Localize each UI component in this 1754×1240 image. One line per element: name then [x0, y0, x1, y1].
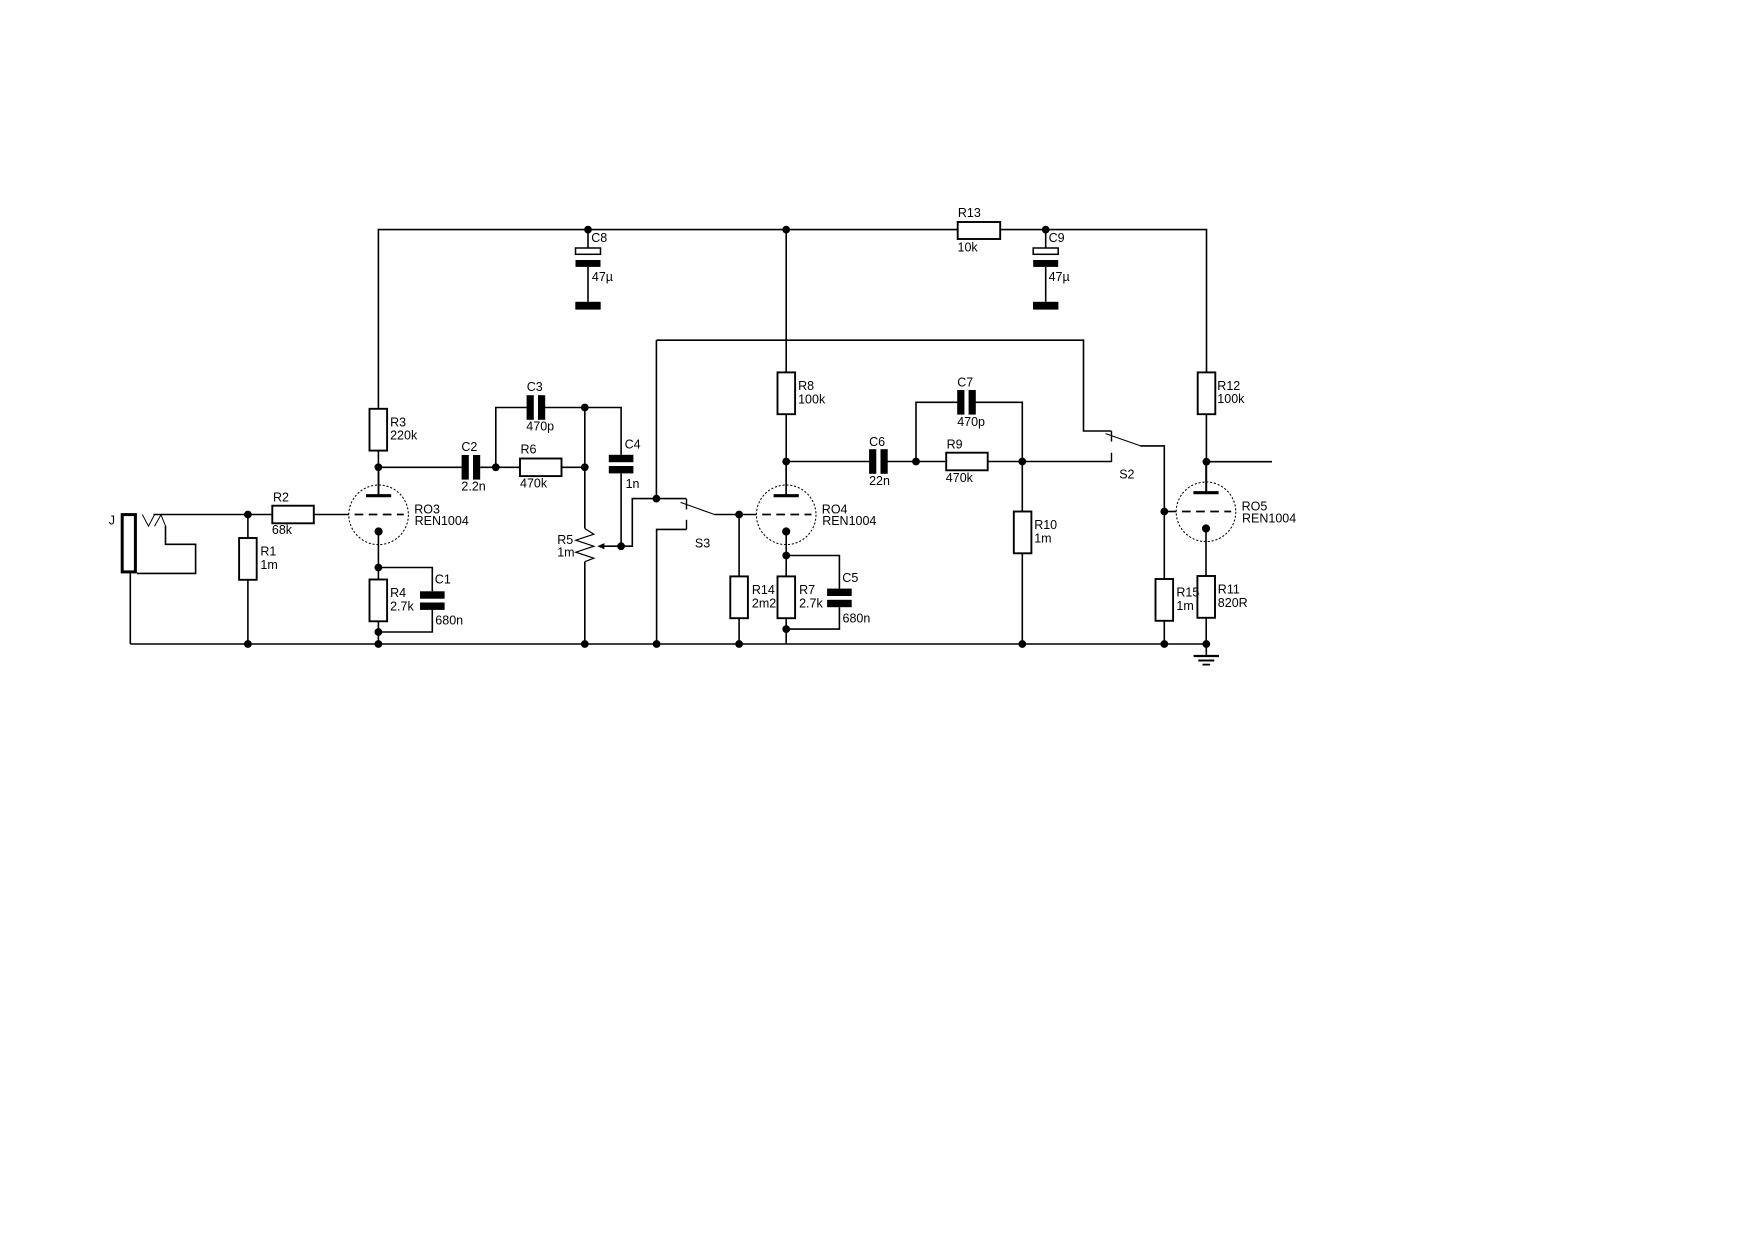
svg-text:C4: C4 — [625, 437, 641, 451]
svg-text:RO4: RO4 — [822, 503, 848, 517]
svg-text:C8: C8 — [591, 231, 607, 245]
svg-text:470p: 470p — [957, 415, 985, 429]
svg-text:47µ: 47µ — [1049, 270, 1070, 284]
svg-text:2.7k: 2.7k — [799, 596, 823, 610]
svg-text:1m: 1m — [557, 546, 574, 560]
svg-text:470k: 470k — [946, 471, 974, 485]
svg-text:R6: R6 — [521, 443, 537, 457]
svg-text:J: J — [109, 513, 115, 527]
svg-text:1m: 1m — [260, 558, 277, 572]
svg-text:C5: C5 — [842, 571, 858, 585]
svg-text:1n: 1n — [626, 477, 640, 491]
svg-text:C1: C1 — [435, 572, 451, 586]
svg-text:1m: 1m — [1034, 531, 1051, 545]
svg-text:R11: R11 — [1218, 583, 1240, 597]
svg-text:470p: 470p — [526, 420, 554, 434]
svg-text:10k: 10k — [958, 240, 979, 254]
svg-text:100k: 100k — [798, 392, 826, 406]
svg-text:RO5: RO5 — [1242, 499, 1268, 513]
svg-text:680n: 680n — [843, 612, 871, 626]
svg-text:C3: C3 — [527, 380, 543, 394]
svg-text:R14: R14 — [752, 583, 775, 597]
svg-text:820R: 820R — [1218, 596, 1248, 610]
svg-text:470k: 470k — [520, 477, 548, 491]
svg-text:680n: 680n — [435, 614, 463, 628]
svg-text:C2: C2 — [461, 440, 477, 454]
svg-text:100k: 100k — [1217, 392, 1245, 406]
svg-text:RO3: RO3 — [414, 503, 440, 517]
svg-text:REN1004: REN1004 — [415, 514, 469, 528]
svg-text:R1: R1 — [260, 545, 276, 559]
svg-text:REN1004: REN1004 — [822, 514, 876, 528]
svg-text:R5: R5 — [557, 533, 573, 547]
svg-text:2m2: 2m2 — [752, 596, 776, 610]
svg-text:R3: R3 — [390, 415, 406, 429]
svg-text:S3: S3 — [695, 537, 710, 551]
svg-text:R4: R4 — [390, 586, 406, 600]
svg-text:2.2n: 2.2n — [461, 480, 485, 494]
svg-text:R2: R2 — [273, 490, 289, 504]
svg-text:S2: S2 — [1119, 468, 1134, 482]
svg-text:68k: 68k — [272, 523, 293, 537]
svg-text:1m: 1m — [1176, 599, 1193, 613]
svg-text:R15: R15 — [1176, 586, 1199, 600]
svg-text:REN1004: REN1004 — [1242, 512, 1296, 526]
svg-text:R12: R12 — [1217, 379, 1240, 393]
svg-text:2.7k: 2.7k — [390, 599, 414, 613]
svg-text:220k: 220k — [390, 429, 418, 443]
svg-text:R7: R7 — [799, 583, 815, 597]
svg-text:R13: R13 — [958, 206, 981, 220]
svg-text:22n: 22n — [869, 474, 890, 488]
svg-text:C7: C7 — [957, 375, 973, 389]
svg-text:C6: C6 — [869, 435, 885, 449]
svg-text:R10: R10 — [1034, 518, 1057, 532]
svg-text:C9: C9 — [1049, 231, 1065, 245]
svg-text:R8: R8 — [798, 379, 814, 393]
svg-text:47µ: 47µ — [592, 270, 613, 284]
svg-text:R9: R9 — [947, 438, 963, 452]
